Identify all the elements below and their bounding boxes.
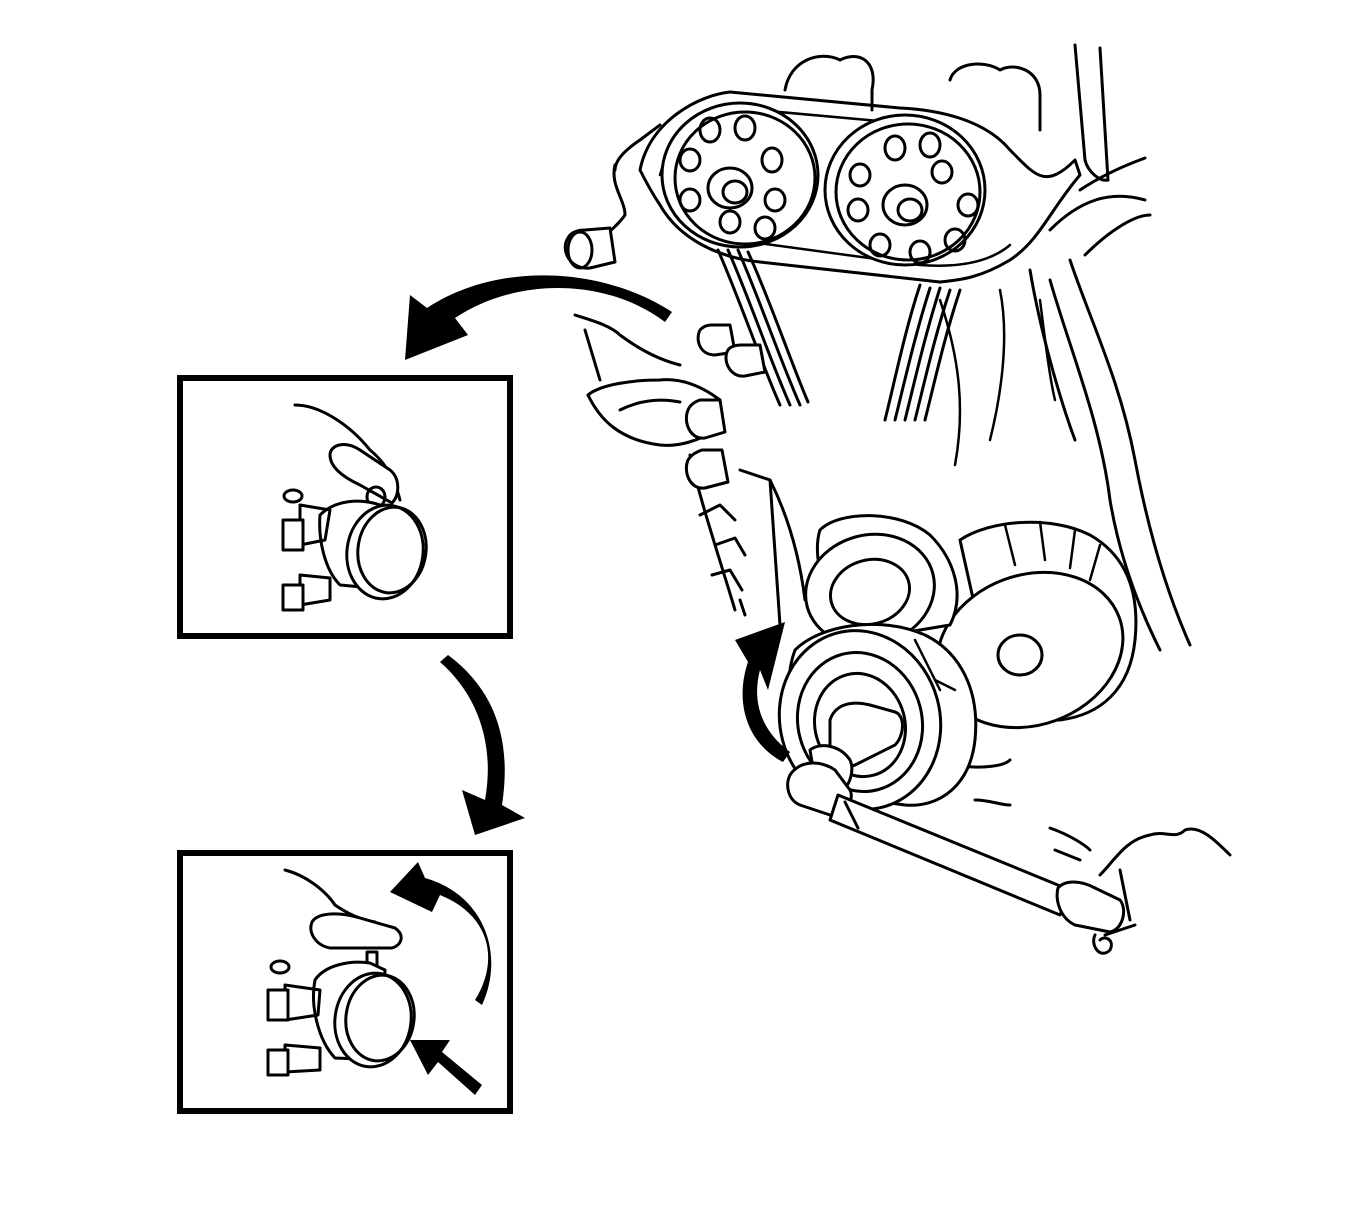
engine-block-outline — [573, 43, 1232, 955]
flow-arrow-detail-1-to-2 — [440, 655, 525, 835]
left-cam-sprocket — [660, 101, 820, 249]
timing-belt — [638, 90, 1082, 284]
breaker-bar-wrench — [786, 701, 1126, 934]
timing-belt-runs — [716, 248, 962, 422]
callout-arrow-to-detail-1 — [405, 275, 672, 360]
tensioner-detail-step-1 — [177, 375, 513, 639]
rotation-arrow-crankshaft — [735, 622, 790, 762]
idler-pulley — [935, 520, 1138, 730]
right-cam-sprocket — [823, 113, 987, 267]
camshaft-sprockets — [638, 90, 1082, 284]
push-arrow-tensioner — [410, 1040, 482, 1095]
rotation-arrow-tensioner-lever — [390, 862, 492, 1005]
tensioner-pulley — [804, 514, 959, 648]
head-bolts — [563, 226, 767, 490]
